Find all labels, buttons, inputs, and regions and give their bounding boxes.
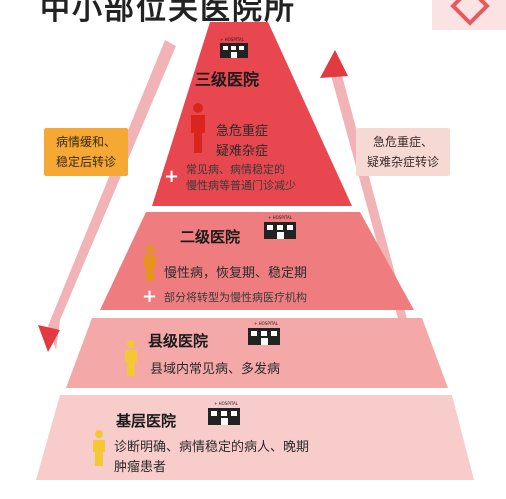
tier-2-note: 部分将转型为慢性病医疗机构	[164, 291, 307, 304]
plus-icon: +	[164, 166, 180, 187]
tier-4-condition-1: 诊断明确、病情稳定的病人、晚期	[114, 440, 310, 455]
left-referral-line-1: 病情缓和、	[55, 135, 116, 149]
svg-text:+ HOSPITAL: + HOSPITAL	[268, 215, 293, 220]
hospital-building-icon: + HOSPITAL	[264, 215, 296, 239]
tier-base-band	[36, 395, 474, 480]
tier-1-condition-2: 疑难杂症	[216, 144, 269, 159]
svg-text:+ HOSPITAL: + HOSPITAL	[220, 37, 245, 42]
svg-text:+ HOSPITAL: + HOSPITAL	[214, 401, 239, 406]
tier-4-title: 基层医院	[116, 412, 177, 430]
tier-4-condition-2: 肿瘤患者	[114, 460, 167, 475]
tier-county-band	[66, 318, 448, 388]
person-orange-icon	[144, 245, 156, 281]
tier-1-note-2: 慢性病等普通门诊减少	[186, 179, 296, 192]
right-referral-note: 急危重症、 疑难杂症转诊	[356, 128, 450, 176]
tier-tertiary-band	[152, 22, 352, 206]
right-referral-line-1: 急危重症、	[372, 135, 433, 149]
downward-referral-arrow	[38, 40, 176, 352]
hospital-building-icon: + HOSPITAL	[248, 321, 280, 345]
right-referral-line-2: 疑难杂症转诊	[366, 155, 439, 169]
hospital-building-icon: + HOSPITAL	[220, 37, 248, 58]
left-referral-note: 病情缓和、 稳定后转诊	[44, 128, 128, 176]
tier-secondary-band	[100, 212, 414, 310]
person-yellow-icon	[125, 340, 137, 376]
plus-icon: +	[142, 286, 158, 307]
tier-2-condition: 慢性病，恢复期、稳定期	[164, 266, 308, 281]
hospital-building-icon: + HOSPITAL	[208, 401, 240, 425]
left-referral-line-2: 稳定后转诊	[55, 155, 116, 169]
tier-1-title: 三级医院	[195, 70, 260, 89]
tier-3-title: 县级医院	[148, 332, 209, 350]
tier-1-condition-1: 急危重症	[216, 124, 269, 139]
tier-1-note-1: 常见病、病情稳定的	[186, 163, 285, 176]
svg-text:+ HOSPITAL: + HOSPITAL	[254, 321, 279, 326]
tier-3-condition: 县域内常见病、多发病	[150, 362, 281, 377]
person-red-icon	[191, 103, 205, 153]
hospital-logo-icon	[432, 0, 506, 30]
person-yellow-icon	[93, 430, 105, 466]
tier-2-title: 二级医院	[180, 228, 241, 246]
